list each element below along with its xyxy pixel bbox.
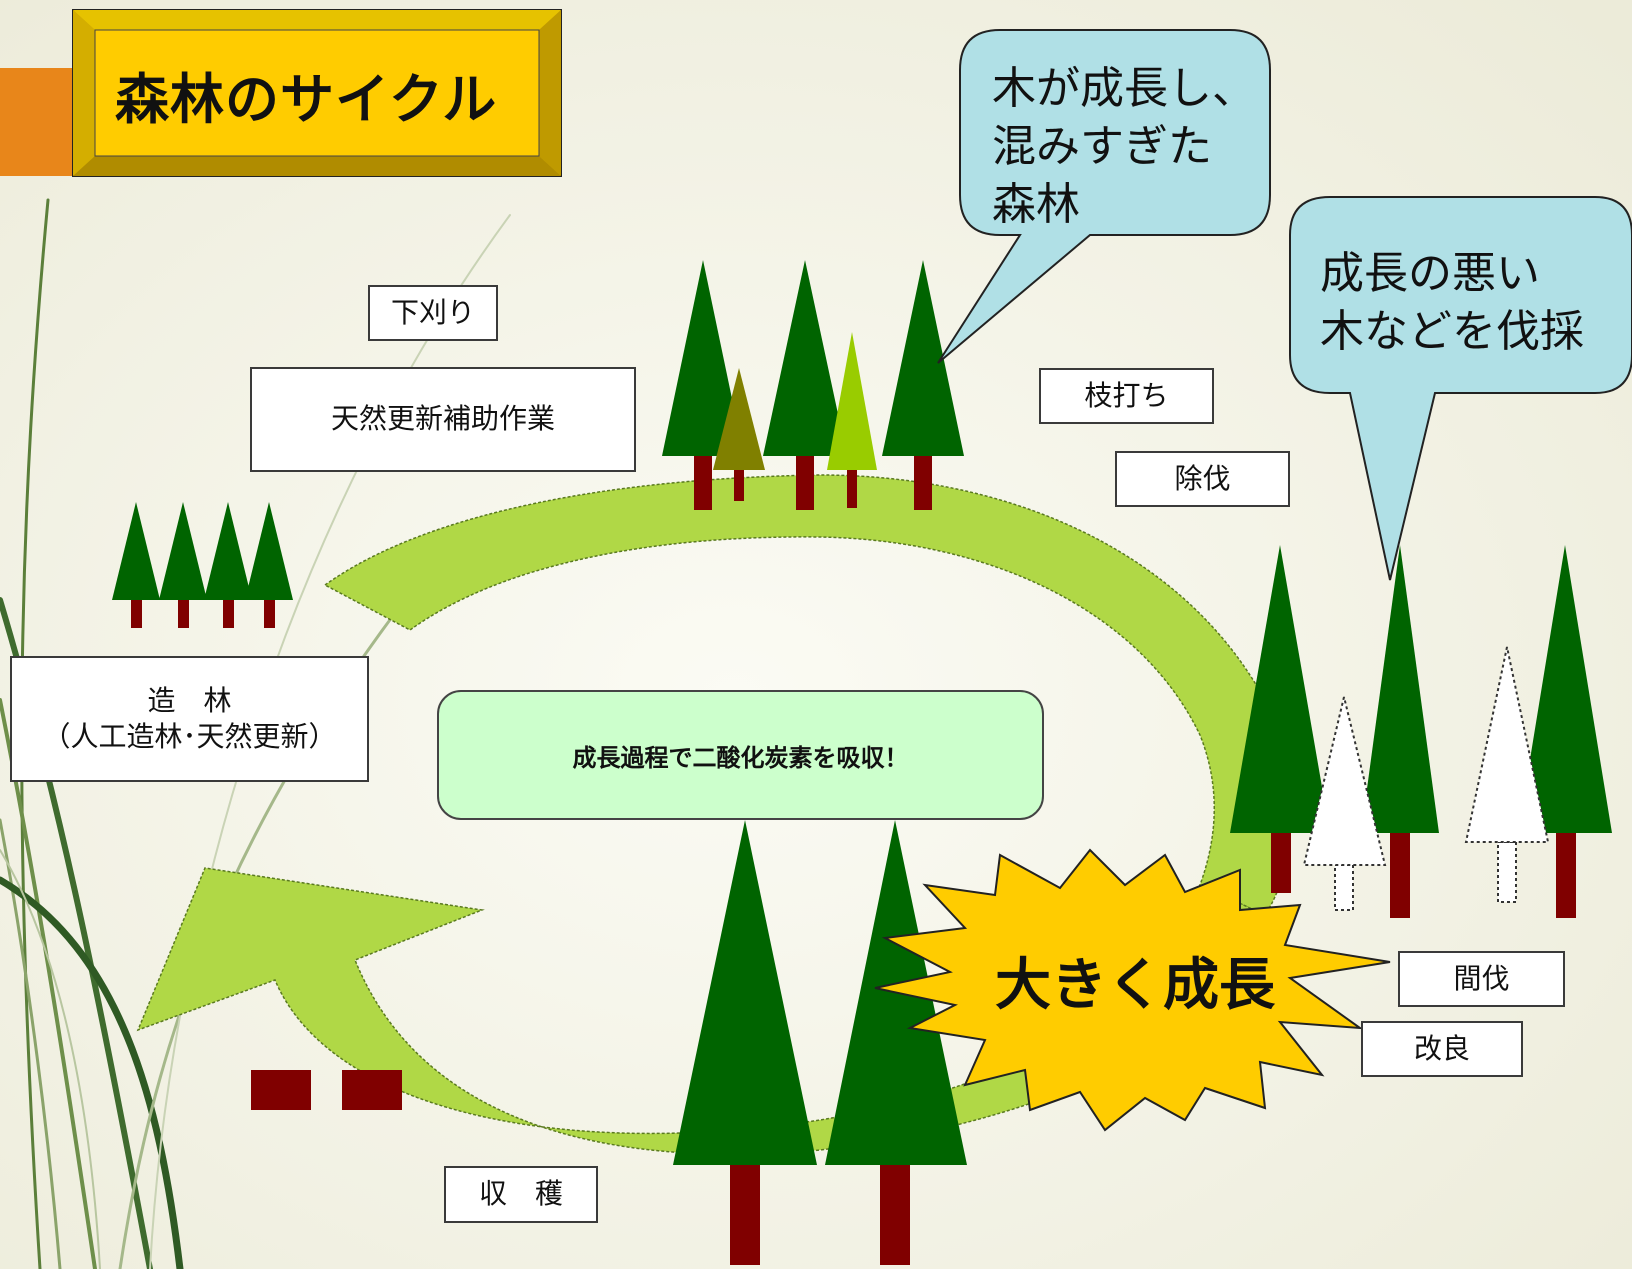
label-harvest: 収 穫: [444, 1166, 598, 1223]
bubble-overgrown-text: 木が成長し、 混みすぎた 森林: [992, 63, 1256, 230]
label-planting-line2: （人工造林･天然更新）: [42, 720, 337, 753]
label-planting-line1: 造 林: [147, 683, 232, 717]
cycle-arrow-upper: [323, 474, 1292, 916]
bubble-poor-growth-text: 成長の悪い 木などを伐採: [1320, 248, 1584, 357]
label-cleaning: 除伐: [1115, 451, 1290, 507]
page-title: 森林のサイクル: [115, 67, 498, 131]
growth-burst: [874, 848, 1391, 1132]
young-trees: [112, 502, 293, 628]
label-thinning: 間伐: [1398, 951, 1565, 1007]
speech-bubble-poor-growth: [1289, 196, 1632, 581]
growth-burst-text: 大きく成長: [995, 952, 1275, 1018]
label-natural-regeneration-work: 天然更新補助作業: [250, 367, 636, 472]
label-weeding: 下刈り: [368, 285, 498, 341]
label-pruning: 枝打ち: [1039, 368, 1214, 424]
harvested-stumps: [251, 1070, 402, 1110]
overgrown-trees: [662, 260, 964, 510]
side-accent-bar: [0, 68, 78, 176]
title-frame: [72, 9, 562, 177]
speech-bubble-overgrown: [937, 29, 1271, 364]
co2-absorption-note: 成長過程で二酸化炭素を吸収！: [437, 690, 1044, 820]
cut-tree-outlines: [1302, 646, 1550, 911]
label-improvement: 改良: [1361, 1021, 1523, 1077]
mature-trees-right: [1230, 545, 1612, 918]
label-planting: 造 林 （人工造林･天然更新）: [10, 656, 369, 782]
